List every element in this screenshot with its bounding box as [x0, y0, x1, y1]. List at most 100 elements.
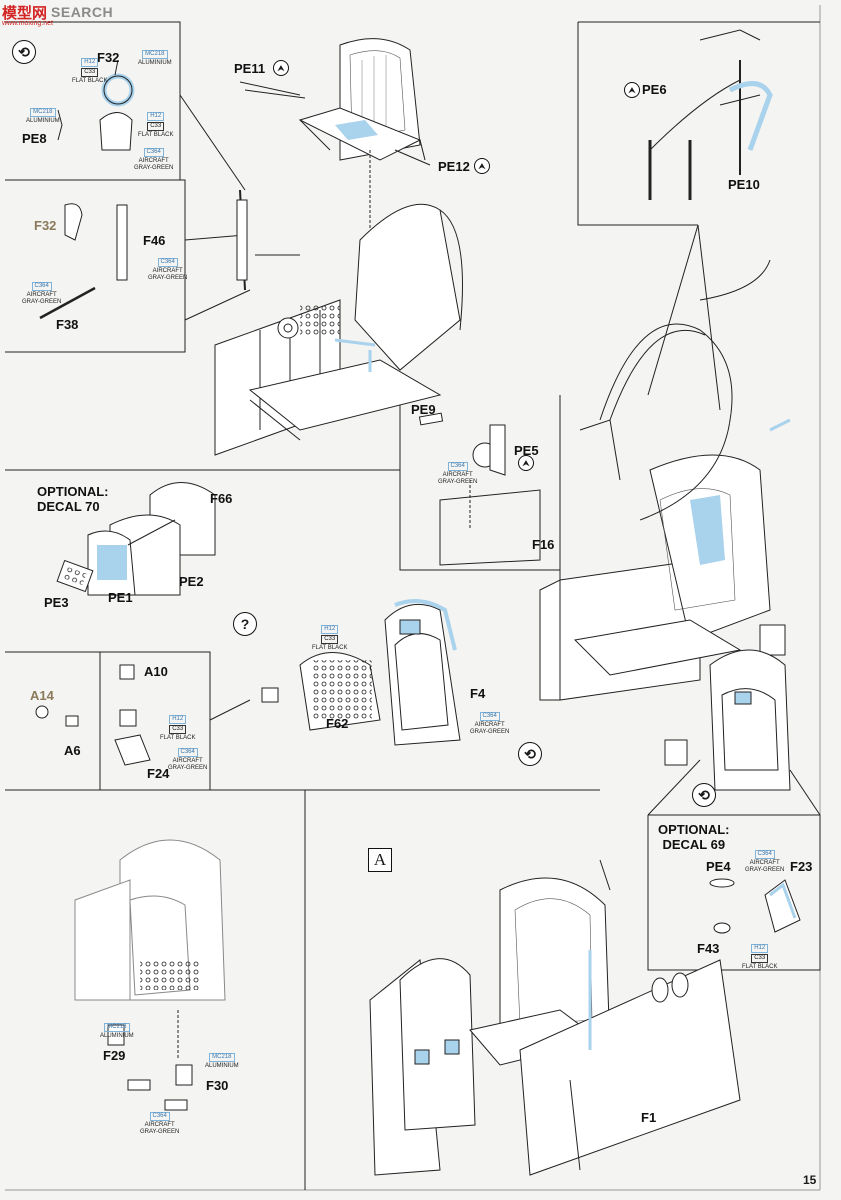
paint-code: H12: [751, 944, 769, 953]
paint-code: H12: [147, 112, 165, 121]
f32-pe8-parts: [57, 59, 135, 151]
f62-panel: [261, 652, 381, 731]
pe5-part: [418, 412, 541, 566]
seat-assembly: [239, 38, 431, 230]
cockpit-frame-right: [539, 259, 791, 701]
paint-name: AIRCRAFT: [144, 1122, 175, 1128]
paint-code: C33: [147, 122, 165, 131]
optional-decal-69-line1: OPTIONAL:: [658, 822, 730, 837]
part-f16: F16: [532, 537, 555, 552]
optional-decal-70-line1: OPTIONAL:: [37, 484, 109, 499]
part-pe12: PE12: [438, 159, 470, 174]
paint-name: GRAY-GREEN: [745, 867, 785, 873]
paint-name: GRAY-GREEN: [22, 299, 62, 305]
watermark-logo: 模型网 SEARCH www.moxing.net: [2, 2, 113, 28]
f4-bulkhead: [384, 599, 461, 746]
part-pe10: PE10: [728, 177, 760, 192]
rotate-symbol-top: ⟲: [12, 40, 36, 64]
paint-name: GRAY-GREEN: [148, 275, 188, 281]
paint-code: C33: [751, 954, 769, 963]
paint-code: C364: [31, 282, 52, 291]
help-icon: ?: [233, 612, 257, 636]
paint-name: GRAY-GREEN: [438, 479, 478, 485]
part-f1: F1: [641, 1110, 657, 1125]
paint-code: H12: [81, 58, 99, 67]
page-number: 15: [803, 1173, 817, 1187]
lower-left-cockpit: [74, 839, 226, 1001]
paint-code: MC218: [30, 108, 56, 117]
section-marker-a: A: [368, 848, 392, 872]
paint-name: FLAT BLACK: [138, 132, 174, 138]
part-f29: F29: [103, 1048, 126, 1063]
optional-decal-70-line2: DECAL 70: [37, 499, 100, 514]
paint-code: MC218: [104, 1023, 130, 1032]
part-f62: F62: [326, 716, 349, 731]
paint-name: ALUMINIUM: [26, 118, 60, 124]
inset-box-pe5: [399, 380, 561, 571]
cockpit-frame-upper: [214, 189, 463, 456]
paint-code: MC218: [209, 1053, 235, 1062]
part-f43: F43: [697, 941, 720, 956]
paint-code: MC218: [142, 50, 168, 59]
optional-decal-70: OPTIONAL: DECAL 70: [37, 484, 109, 514]
paint-name: AIRCRAFT: [138, 158, 169, 164]
f29-f30-parts: [107, 1010, 193, 1111]
up-arrow-pe11-icon: ⮝: [273, 60, 289, 76]
inset-box-f46: [5, 179, 186, 353]
rotate-symbol-middle: ⟲: [518, 742, 542, 766]
part-pe6: PE6: [642, 82, 667, 97]
paint-code: H12: [169, 715, 187, 724]
optional-decal-69: OPTIONAL: DECAL 69: [658, 822, 730, 852]
part-f32-top: F32: [97, 50, 120, 65]
paint-code: C364: [149, 1112, 170, 1121]
part-f38: F38: [56, 317, 79, 332]
paint-code: C364: [143, 148, 164, 157]
paint-code: C33: [321, 635, 339, 644]
paint-code: C364: [754, 850, 775, 859]
paint-code: C364: [157, 258, 178, 267]
pe4-f43-f23-parts: [709, 878, 801, 934]
part-pe4: PE4: [706, 859, 731, 874]
paint-name: ALUMINIUM: [138, 60, 172, 66]
watermark-url: www.moxing.net: [2, 20, 53, 27]
part-a6: A6: [64, 743, 81, 758]
final-assembly-a: [369, 859, 741, 1176]
part-f30: F30: [206, 1078, 229, 1093]
part-pe11: PE11: [234, 61, 266, 76]
paint-name: FLAT BLACK: [160, 735, 196, 741]
up-arrow-pe5-icon: ⮝: [518, 455, 534, 471]
part-pe1: PE1: [108, 590, 133, 605]
paint-name: GRAY-GREEN: [470, 729, 510, 735]
paint-name: GRAY-GREEN: [140, 1129, 180, 1135]
paint-code: C364: [479, 712, 500, 721]
paint-name: GRAY-GREEN: [168, 765, 208, 771]
part-f4: F4: [470, 686, 486, 701]
paint-code: H12: [321, 625, 339, 634]
part-f46: F46: [143, 233, 166, 248]
paint-name: AIRCRAFT: [442, 472, 473, 478]
paint-name: AIRCRAFT: [749, 860, 780, 866]
optional-decal-69-line2: DECAL 69: [662, 837, 726, 852]
paint-name: ALUMINIUM: [205, 1063, 239, 1069]
part-f23: F23: [790, 859, 813, 874]
rotate-symbol-right: ⟲: [692, 783, 716, 807]
paint-name: FLAT BLACK: [742, 964, 778, 970]
part-pe9: PE9: [411, 402, 436, 417]
paint-code: C364: [177, 748, 198, 757]
paint-name: ALUMINIUM: [100, 1033, 134, 1039]
watermark-cn: 模型网: [2, 3, 48, 22]
part-f66: F66: [210, 491, 233, 506]
part-f32-lower: F32: [34, 218, 57, 233]
instrument-panel-decal: [56, 482, 216, 596]
